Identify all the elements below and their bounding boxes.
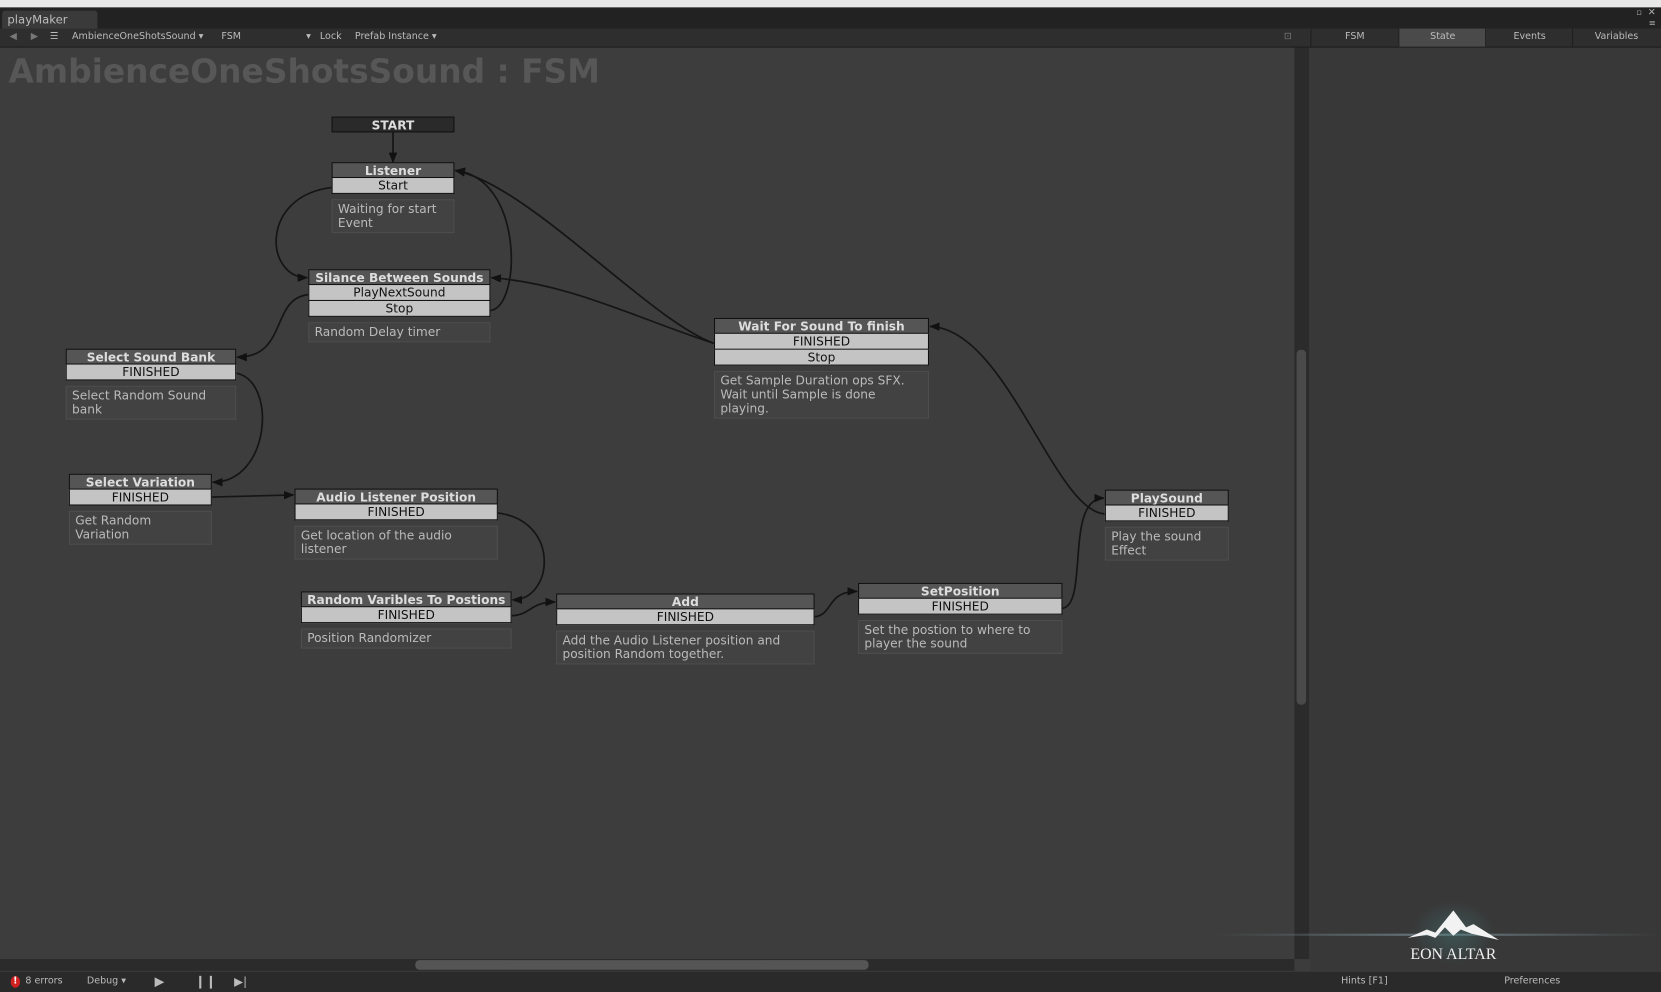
edge-soundbank-variation — [211, 372, 264, 487]
state-title: START — [331, 116, 455, 133]
pause-icon[interactable]: ❙❙ — [194, 973, 217, 989]
transition-edges — [211, 131, 1105, 618]
state-audio-listener-position[interactable]: Audio Listener Position FINISHED Get loc… — [294, 488, 498, 560]
edge-randomvars-add — [511, 597, 557, 617]
state-add[interactable]: Add FINISHED Add the Audio Listener posi… — [556, 593, 815, 665]
tab-variables[interactable]: Variables — [1572, 28, 1660, 47]
edge-playsound-waitsound — [929, 322, 1105, 515]
state-title: Listener — [331, 162, 455, 179]
fsm-dropdown[interactable]: FSM▾ — [221, 31, 311, 43]
fsm-title: AmbienceOneShotsSound : FSM — [8, 52, 600, 92]
vertical-scrollbar[interactable] — [1294, 47, 1310, 960]
close-icon[interactable]: ✕ — [1647, 7, 1656, 19]
edge-waitsound-listener — [454, 168, 715, 345]
event-transition[interactable]: FINISHED — [68, 489, 212, 506]
state-title: Select Variation — [68, 473, 212, 490]
window-tab-playmaker[interactable]: playMaker — [2, 10, 98, 29]
horizontal-scrollbar[interactable] — [0, 959, 1295, 971]
edge-setposition-playsound — [1062, 493, 1105, 610]
debug-dropdown[interactable]: Debug ▾ — [86, 976, 127, 987]
state-silance-between-sounds[interactable]: Silance Between Sounds PlayNextSound Sto… — [308, 269, 491, 343]
title-strip — [0, 0, 1661, 8]
hints-button[interactable]: Hints [F1] — [1341, 976, 1388, 987]
minimap-icon[interactable]: ⊡ — [1283, 31, 1292, 43]
state-wait-for-sound[interactable]: Wait For Sound To finish FINISHED Stop G… — [713, 317, 930, 419]
state-title: PlaySound — [1104, 489, 1229, 506]
tab-fsm[interactable]: FSM — [1310, 28, 1398, 47]
edge-variation-audiolistener — [211, 490, 295, 500]
inspector-tabs: FSM State Events Variables — [1309, 28, 1661, 48]
state-description: Get location of the audio listener — [294, 525, 498, 560]
state-description: Set the postion to where to player the s… — [858, 619, 1063, 654]
maximize-icon[interactable]: ▫ — [1636, 7, 1642, 17]
state-start[interactable]: START — [331, 116, 455, 133]
event-transition[interactable]: Stop — [713, 349, 930, 366]
state-description: Get Random Variation — [68, 510, 212, 545]
edge-waitsound-silance — [490, 274, 715, 345]
edge-listener-silance — [275, 186, 332, 282]
toolbar: ◀ ▶ ☰ AmbienceOneShotsSound ▾ FSM▾ Lock … — [0, 28, 1310, 48]
event-transition[interactable]: FINISHED — [65, 364, 237, 381]
state-select-variation[interactable]: Select Variation FINISHED Get Random Var… — [68, 473, 212, 545]
state-playsound[interactable]: PlaySound FINISHED Play the sound Effect — [1104, 489, 1229, 561]
event-transition[interactable]: Start — [331, 178, 455, 194]
state-title: Silance Between Sounds — [308, 269, 491, 286]
edge-silance-soundbank — [236, 293, 309, 362]
event-transition[interactable]: FINISHED — [1104, 505, 1229, 522]
forward-icon[interactable]: ▶ — [30, 31, 39, 43]
tab-state[interactable]: State — [1398, 28, 1487, 47]
state-title: Wait For Sound To finish — [713, 317, 930, 334]
state-select-sound-bank[interactable]: Select Sound Bank FINISHED Select Random… — [65, 348, 237, 420]
event-transition[interactable]: PlayNextSound — [308, 285, 491, 301]
errors-count[interactable]: 8 errors — [25, 976, 63, 987]
state-title: Add — [556, 593, 815, 610]
object-dropdown[interactable]: AmbienceOneShotsSound ▾ — [72, 31, 204, 43]
fsm-graph-canvas[interactable]: AmbienceOneShotsSound : FSM — [0, 47, 1295, 960]
state-description: Add the Audio Listener position and posi… — [556, 630, 815, 665]
window-tab-bar: ▫ ✕ ≡ — [0, 7, 1661, 29]
state-listener[interactable]: Listener Start Waiting for start Event — [331, 162, 455, 234]
lock-toggle[interactable]: Lock — [319, 31, 342, 43]
preferences-button[interactable]: Preferences — [1504, 976, 1561, 987]
edge-add-setposition — [814, 587, 859, 618]
state-inspector-panel: EON ALTAR — [1215, 47, 1661, 971]
state-title: Random Varibles To Postions — [300, 591, 512, 608]
state-description: Select Random Sound bank — [65, 385, 237, 420]
menu-icon[interactable]: ☰ — [49, 31, 59, 43]
event-transition[interactable]: FINISHED — [556, 609, 815, 626]
state-description: Position Randomizer — [300, 628, 512, 649]
state-description: Get Sample Duration ops SFX. Wait until … — [713, 370, 930, 419]
state-title: SetPosition — [858, 582, 1063, 599]
eon-altar-logo: EON ALTAR — [1407, 910, 1499, 963]
logo-text: EON ALTAR — [1410, 946, 1496, 963]
tab-events[interactable]: Events — [1485, 28, 1573, 47]
state-random-variables[interactable]: Random Varibles To Postions FINISHED Pos… — [300, 591, 512, 649]
state-description: Waiting for start Event — [331, 199, 455, 234]
state-title: Audio Listener Position — [294, 488, 498, 505]
prefab-dropdown[interactable]: Prefab Instance ▾ — [354, 31, 437, 43]
vertical-scroll-thumb[interactable] — [1296, 349, 1307, 705]
status-bar: ! 8 errors Debug ▾ ▶ ❙❙ ▶| Hints [F1] Pr… — [0, 971, 1661, 992]
state-description: Play the sound Effect — [1104, 526, 1229, 561]
step-icon[interactable]: ▶| — [234, 975, 247, 989]
play-icon[interactable]: ▶ — [154, 973, 165, 989]
state-title: Select Sound Bank — [65, 348, 237, 365]
event-transition[interactable]: FINISHED — [713, 333, 930, 350]
panel-menu-icon[interactable]: ≡ — [1648, 18, 1656, 28]
edge-audiolistener-randomvars — [497, 512, 546, 605]
state-description: Random Delay timer — [308, 322, 491, 343]
error-icon: ! — [10, 976, 21, 988]
state-setposition[interactable]: SetPosition FINISHED Set the postion to … — [858, 582, 1063, 654]
event-transition[interactable]: FINISHED — [294, 504, 498, 521]
event-transition[interactable]: FINISHED — [858, 598, 1063, 615]
event-transition[interactable]: FINISHED — [300, 607, 512, 624]
back-icon[interactable]: ◀ — [9, 31, 17, 43]
horizontal-scroll-thumb[interactable] — [415, 960, 869, 970]
event-transition[interactable]: Stop — [308, 300, 491, 317]
